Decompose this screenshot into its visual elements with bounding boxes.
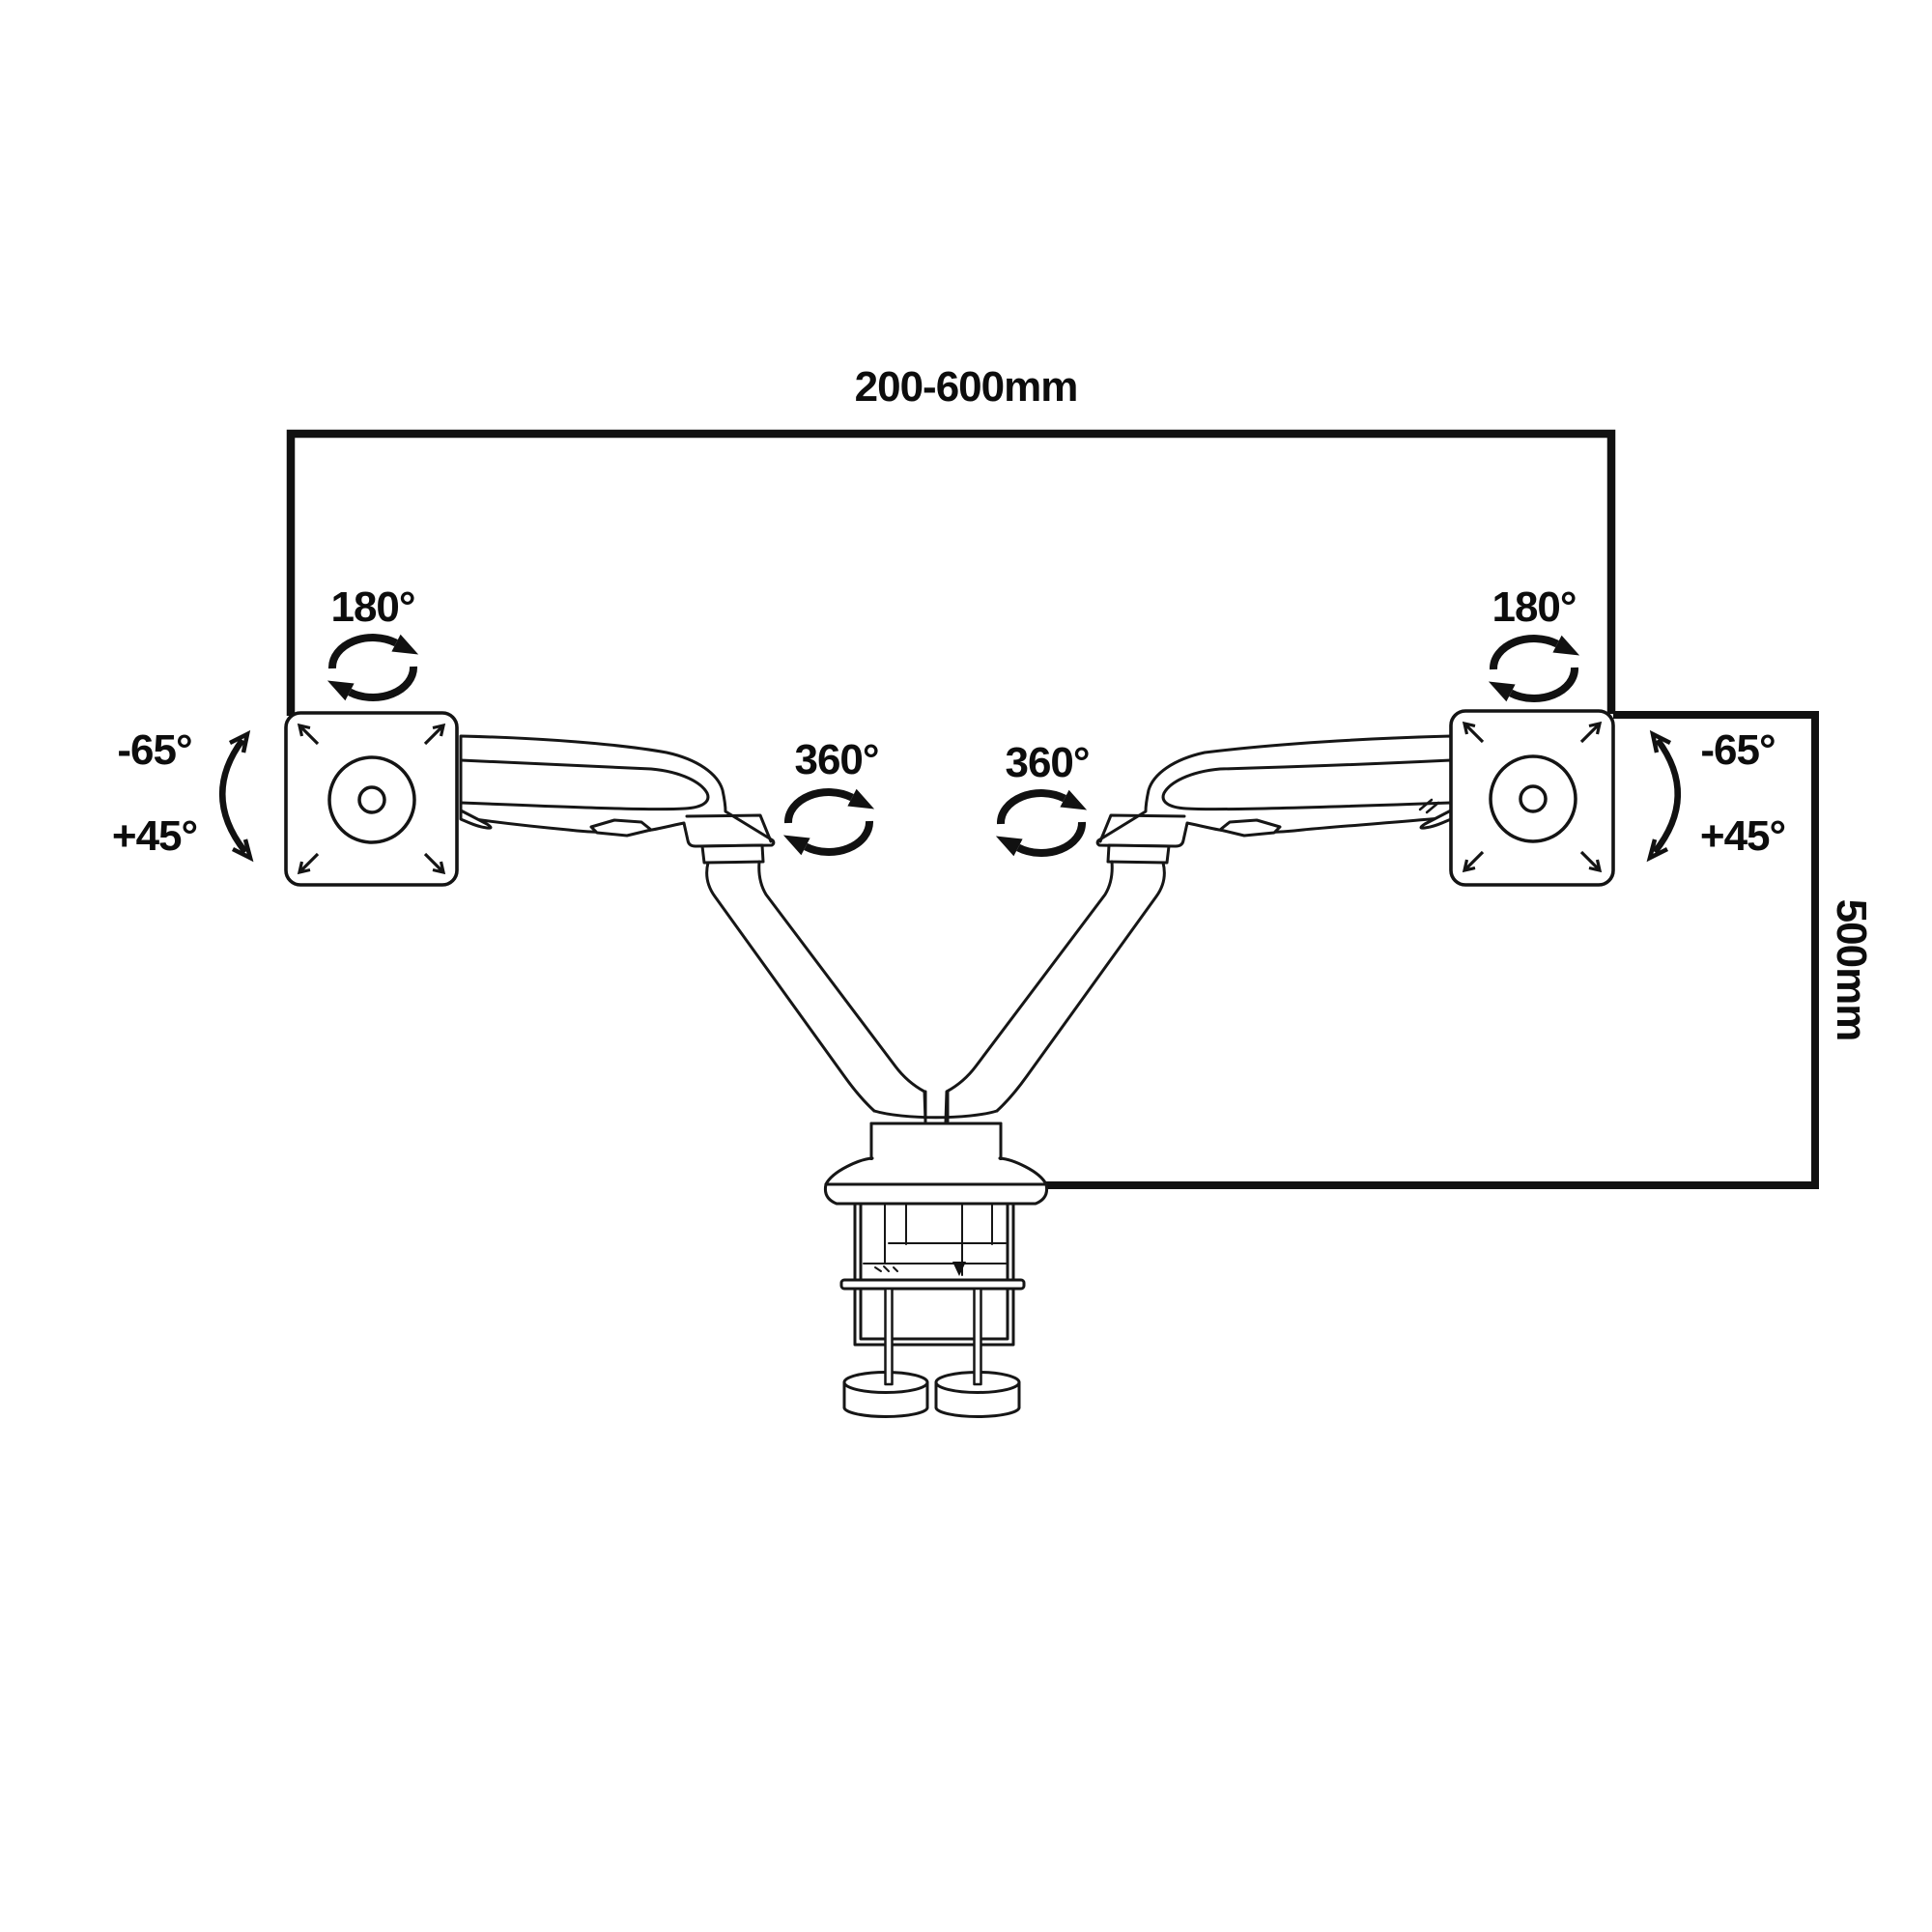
tilt-positive-label-right: +45°: [1700, 812, 1785, 860]
tilt-positive-label-left: +45°: [112, 812, 197, 860]
swivel-label-left: 360°: [794, 736, 878, 783]
arm-left: [459, 734, 927, 1123]
clamp-screw-right: [973, 1287, 982, 1386]
base-bell: [823, 1156, 1049, 1206]
rotation-label-right: 180°: [1492, 583, 1576, 631]
vesa-hub-inner-right: [1519, 784, 1548, 813]
clamp-screw-left: [884, 1287, 894, 1386]
vesa-plate-right: [1449, 709, 1615, 887]
swivel-label-right: 360°: [1005, 739, 1089, 786]
tilt-negative-label-right: -65°: [1700, 726, 1775, 774]
tilt-arc-icon-left: [219, 729, 254, 863]
monitor-arm-drawing: [459, 734, 1453, 1418]
dimension-height-label: 500mm: [1828, 899, 1875, 1041]
rotation-arrow-icon-left-180: [327, 635, 418, 701]
tilt-arc-icon-right: [1646, 729, 1681, 863]
vesa-hub-outer-right: [1489, 754, 1577, 843]
clamp-bar: [839, 1278, 1026, 1291]
dimension-lines: [286, 429, 1819, 1189]
vesa-hub-inner-left: [357, 785, 386, 814]
vesa-plate-outline-right: [1449, 709, 1615, 887]
rotation-label-left: 180°: [330, 583, 414, 631]
center-column: [869, 1090, 1003, 1161]
tilt-negative-label-left: -65°: [117, 726, 191, 774]
dimension-width-label: 200-600mm: [855, 363, 1078, 411]
vesa-hub-outer-left: [327, 755, 416, 844]
vesa-plate-outline-left: [284, 711, 459, 887]
rotation-arrow-icon-right-180: [1489, 636, 1579, 702]
dimension-height-bracket: [1041, 711, 1819, 1189]
dimension-width-bracket: [286, 429, 1616, 716]
rotation-arrow-icon-left-360: [783, 789, 874, 856]
vesa-plate-left: [284, 711, 459, 887]
arm-right: [944, 734, 1453, 1123]
desk-clamp: [839, 1202, 1026, 1418]
rotation-arrow-icon-right-360: [996, 790, 1087, 857]
